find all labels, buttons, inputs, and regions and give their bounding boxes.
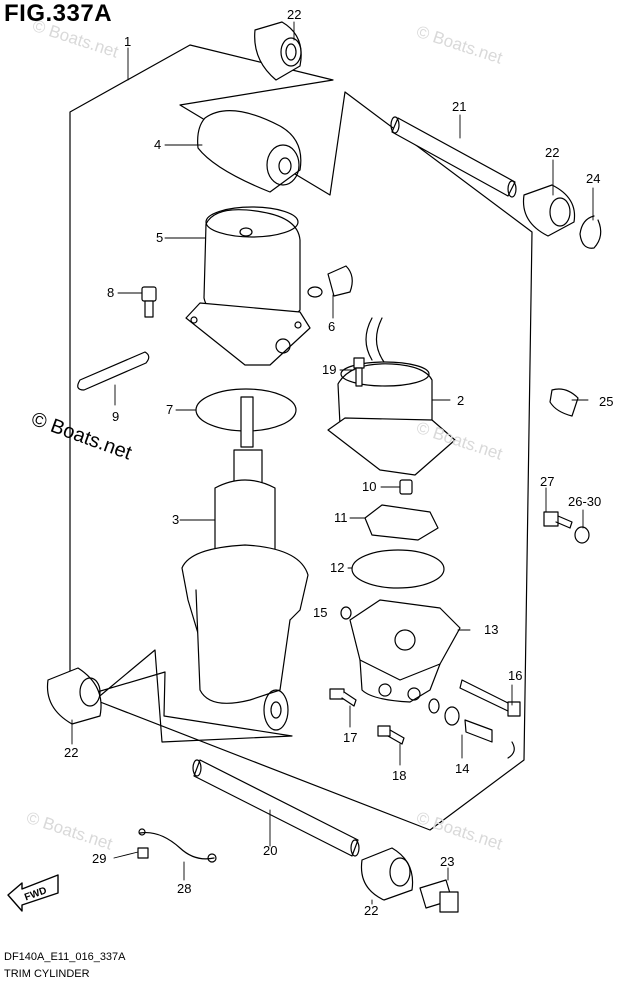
part-12-oring — [351, 549, 445, 589]
label: 19 — [322, 362, 336, 377]
figure-code: DF140A_E11_016_337A — [4, 951, 126, 963]
label: 11 — [334, 510, 348, 525]
label: 25 — [599, 394, 613, 409]
leader-lines — [71, 21, 594, 905]
label: 15 — [313, 605, 327, 620]
part-24-ring — [579, 215, 602, 249]
part-9-strap — [77, 351, 150, 391]
part-26-30-washer — [574, 526, 590, 544]
part-11-plate — [364, 504, 439, 541]
label: 28 — [177, 881, 191, 896]
label: 26-30 — [568, 494, 601, 509]
label: 2 — [457, 393, 464, 408]
part-16-bolt — [459, 679, 521, 717]
part-6-fitting — [307, 265, 353, 298]
part-5-motor — [185, 206, 311, 366]
part-4-cap — [197, 110, 302, 193]
part-8-bolt — [141, 286, 157, 318]
figure-name: TRIM CYLINDER — [4, 968, 90, 980]
label: 29 — [92, 851, 106, 866]
part-18-bolt — [377, 725, 405, 745]
part-23-bolt — [419, 879, 459, 913]
part-27-bolt — [543, 511, 559, 527]
label: 24 — [586, 171, 600, 186]
label: 7 — [166, 402, 173, 417]
label: 8 — [107, 285, 114, 300]
assembly-outline — [69, 44, 533, 831]
part-14-valve — [428, 698, 515, 759]
part-19-screw — [353, 357, 365, 387]
part-22-left-bushing — [46, 667, 102, 725]
part-3-cylinder — [181, 396, 309, 731]
label: 10 — [362, 479, 376, 494]
part-22-bottom-bushing — [360, 847, 414, 901]
label: 22 — [364, 903, 378, 918]
part-2-motor — [327, 317, 456, 476]
fwd-arrow-icon — [7, 874, 59, 912]
part-labels: 1 2 3 4 5 6 7 8 9 10 11 12 13 14 15 16 1… — [23, 7, 613, 918]
part-10-pin — [399, 479, 413, 495]
part-15-ring — [340, 606, 352, 620]
label: 27 — [540, 474, 554, 489]
label: 5 — [156, 230, 163, 245]
part-29-bolt — [137, 847, 149, 859]
label: 21 — [452, 99, 466, 114]
figure-title: FIG.337A — [4, 0, 113, 27]
label: 13 — [484, 622, 498, 637]
label: 17 — [343, 730, 357, 745]
label: 18 — [392, 768, 406, 783]
part-17-bolt — [329, 688, 357, 707]
label: 9 — [112, 409, 119, 424]
label: 6 — [328, 319, 335, 334]
label: 22 — [287, 7, 301, 22]
label: 22 — [64, 745, 78, 760]
part-21-pin — [390, 116, 517, 198]
label: 3 — [172, 512, 179, 527]
part-20-pin — [192, 759, 360, 857]
part-22-right-bushing — [522, 184, 576, 237]
label: 16 — [508, 668, 522, 683]
label: 12 — [330, 560, 344, 575]
label: 23 — [440, 854, 454, 869]
part-22-top-bushing — [254, 21, 302, 81]
part-28-cable — [139, 831, 215, 860]
label: 1 — [124, 34, 131, 49]
part-25-clip — [549, 388, 579, 417]
label: 22 — [545, 145, 559, 160]
label: 20 — [263, 843, 277, 858]
label: 14 — [455, 761, 469, 776]
label: 4 — [154, 137, 161, 152]
part-13-manifold — [349, 599, 461, 703]
